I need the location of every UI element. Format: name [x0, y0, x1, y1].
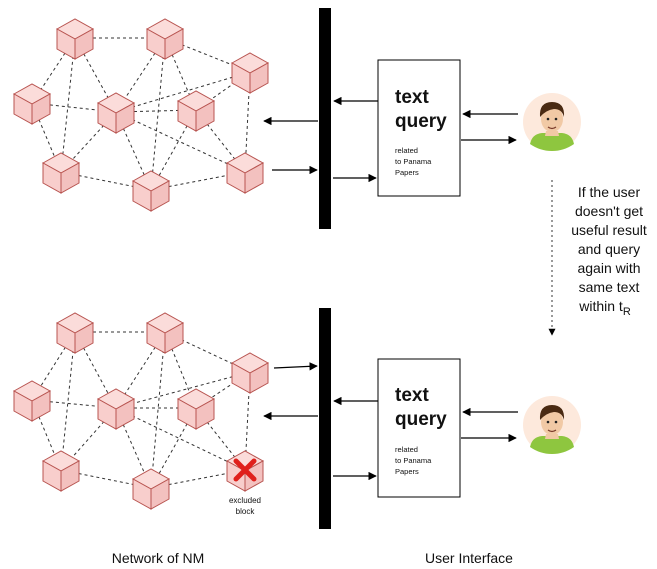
- top-arrows: [263, 96, 518, 183]
- cube-icon: [56, 312, 94, 354]
- retry-note-line2: doesn't get: [575, 203, 643, 219]
- cube-icon: [226, 152, 264, 194]
- retry-note: If the user doesn't get useful result an…: [571, 184, 647, 318]
- query-sub-line3: Papers: [395, 467, 419, 476]
- cube-icon: [231, 352, 269, 394]
- cube-icon: [132, 170, 170, 212]
- cube-icon: [231, 52, 269, 94]
- excluded-block-label-line1: excluded: [229, 496, 261, 505]
- bottom-arrows: [263, 362, 518, 481]
- top-network-blocks: [13, 18, 269, 212]
- query-sub-line3: Papers: [395, 168, 419, 177]
- cube-icon: [97, 388, 135, 430]
- network-caption: Network of NM: [112, 550, 205, 566]
- cube-icon: [42, 152, 80, 194]
- retry-note-line5: again with: [577, 260, 640, 276]
- cube-icon: [177, 90, 215, 132]
- cube-icon: [97, 92, 135, 134]
- query-title-line1: text: [395, 87, 429, 108]
- cube-icon: [42, 450, 80, 492]
- excluded-block-label-line2: block: [236, 507, 256, 516]
- query-sub-line2: to Panama: [395, 456, 432, 465]
- query-sub-line1: related: [395, 445, 418, 454]
- interface-caption: User Interface: [425, 550, 513, 566]
- retry-note-line7: within tR: [578, 298, 631, 318]
- retry-note-line4: and query: [578, 241, 640, 257]
- cube-icon: [13, 83, 51, 125]
- cube-icon: [56, 18, 94, 60]
- retry-note-line6: same text: [579, 279, 640, 295]
- cube-icon: [146, 18, 184, 60]
- query-title-line1: text: [395, 385, 429, 406]
- query-title-line2: query: [395, 111, 447, 132]
- retry-note-line3: useful result: [571, 222, 647, 238]
- cube-icon: [177, 388, 215, 430]
- bottom-gateway-bar: [319, 308, 331, 529]
- query-title-line2: query: [395, 409, 447, 430]
- query-sub-line2: to Panama: [395, 157, 432, 166]
- bottom-query-box: text query related to Panama Papers: [377, 358, 461, 498]
- bottom-network-blocks: excluded block: [13, 312, 269, 516]
- top-query-box: text query related to Panama Papers: [377, 59, 461, 197]
- cube-icon: [132, 468, 170, 510]
- red-x-icon: [233, 458, 257, 482]
- user-avatar-icon: [522, 92, 582, 152]
- retry-note-line1: If the user: [578, 184, 641, 200]
- user-avatar-icon: [522, 395, 582, 455]
- top-gateway-bar: [319, 8, 331, 229]
- query-sub-line1: related: [395, 146, 418, 155]
- retry-note-line7-main: within t: [578, 298, 623, 314]
- cube-icon: [13, 380, 51, 422]
- retry-note-subscript: R: [623, 306, 631, 318]
- cube-icon: [146, 312, 184, 354]
